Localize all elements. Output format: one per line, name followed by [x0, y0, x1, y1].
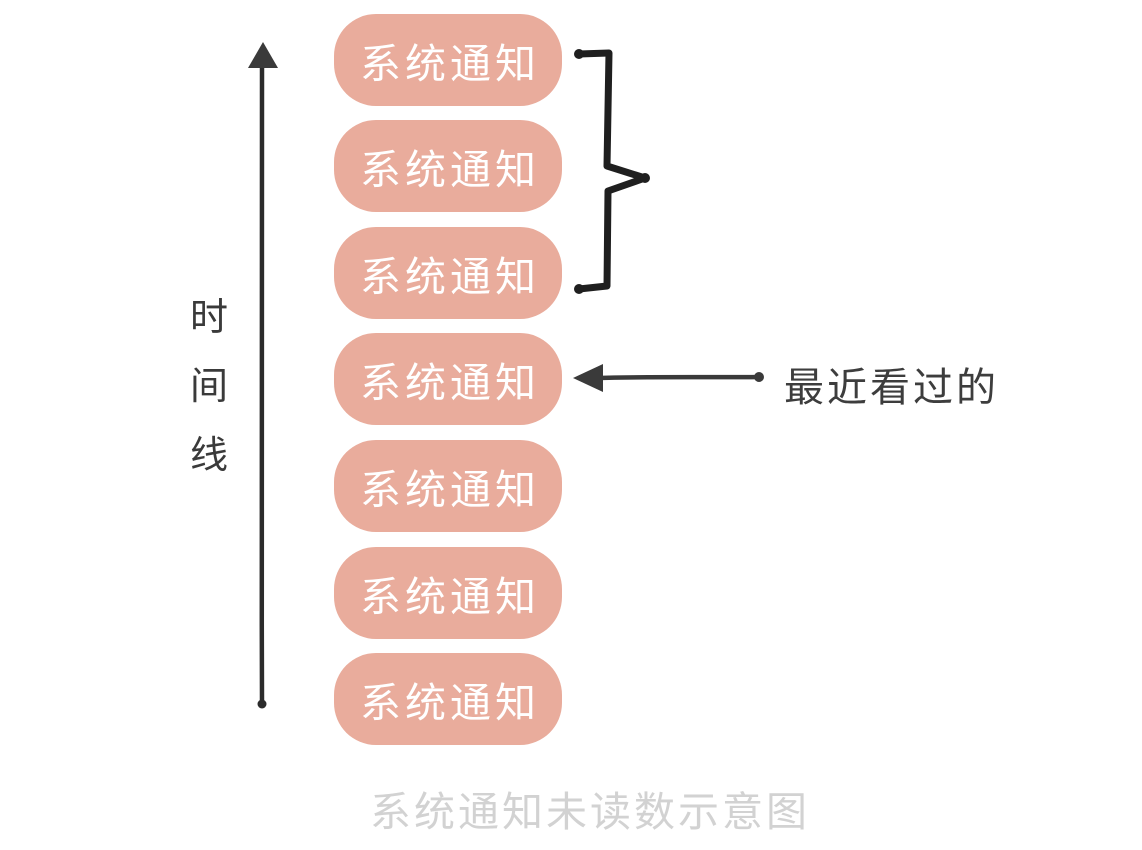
notification-box: 系统通知 [334, 547, 562, 639]
notification-box-label: 系统通知 [360, 146, 540, 194]
timeline-label-char: 间 [190, 364, 229, 408]
diagram-caption: 系统通知未读数示意图 [370, 788, 810, 836]
notification-box-label: 系统通知 [360, 40, 540, 88]
timeline-label-char: 线 [190, 433, 229, 477]
recently-viewed-label: 最近看过的 [784, 365, 999, 411]
notification-box: 系统通知 [334, 14, 562, 106]
notification-box-label: 系统通知 [360, 573, 540, 621]
brace-icon [574, 49, 650, 294]
notification-box: 系统通知 [334, 227, 562, 319]
notification-box-label: 系统通知 [360, 253, 540, 301]
arrow-left-icon [573, 364, 764, 392]
timeline-arrow-icon [248, 42, 278, 709]
timeline-label-char: 时 [190, 295, 229, 339]
notification-box: 系统通知 [334, 333, 562, 425]
notification-box-label: 系统通知 [360, 679, 540, 727]
notification-box: 系统通知 [334, 120, 562, 212]
notification-box: 系统通知 [334, 440, 562, 532]
notification-box: 系统通知 [334, 653, 562, 745]
notification-box-label: 系统通知 [360, 466, 540, 514]
timeline-label: 时 间 线 [190, 286, 228, 479]
notification-box-label: 系统通知 [360, 359, 540, 407]
